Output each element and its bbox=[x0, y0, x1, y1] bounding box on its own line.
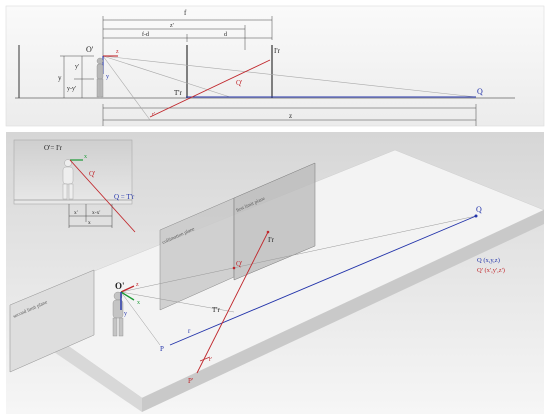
label-y: y bbox=[58, 74, 62, 82]
red-ray-inset bbox=[69, 159, 136, 233]
red-ray bbox=[196, 231, 269, 374]
sight-line-to-t bbox=[120, 291, 235, 313]
label-inset-q: Q = T'r bbox=[114, 193, 135, 201]
label-inset-origin: O'= I'r bbox=[44, 144, 63, 152]
label-i-prime-r-top: I'r bbox=[274, 47, 281, 55]
sight-line-to-p bbox=[120, 291, 161, 346]
label-inset-x-minus-x-prime: x-x' bbox=[92, 210, 100, 216]
blue-ray-p-to-q bbox=[169, 215, 477, 346]
label-r-3d: r bbox=[188, 327, 191, 335]
label-f-minus-d: f-d bbox=[142, 31, 149, 38]
front-view-inset: O'= I'r x Q' Q = T'r x' x-x' x bbox=[13, 139, 136, 233]
label-z-top: z bbox=[289, 112, 292, 120]
label-p-prime-3d: P' bbox=[188, 377, 193, 385]
sight-line-gray bbox=[102, 55, 477, 98]
label-p-3d: P bbox=[160, 345, 164, 353]
label-t-prime-r-top: T'r bbox=[174, 89, 183, 97]
point-i-prime-r bbox=[266, 230, 270, 234]
label-z-prime: z' bbox=[170, 23, 174, 29]
point-q-prime bbox=[232, 266, 236, 270]
label-inset-x-axis: x bbox=[84, 154, 87, 160]
label-r-prime-3d: r' bbox=[209, 357, 212, 363]
x-axis-arrow-3d bbox=[120, 291, 135, 301]
label-z-axis-3d: z bbox=[136, 282, 139, 288]
label-inset-x-prime: x' bbox=[74, 210, 78, 216]
r-prime-tick bbox=[199, 356, 211, 362]
label-inset-q-prime: Q' bbox=[89, 170, 95, 178]
bottom-view-panel: second limit plane collimation plane fir… bbox=[6, 132, 545, 414]
label-inset-x: x bbox=[88, 220, 91, 226]
label-q-3d: Q bbox=[476, 205, 482, 214]
label-x-axis-3d: x bbox=[137, 300, 140, 306]
label-t-prime-r-3d: T'r bbox=[212, 306, 221, 314]
top-dimension-lines bbox=[60, 16, 477, 126]
label-y-axis-3d: y bbox=[124, 311, 127, 317]
sight-line-to-t bbox=[102, 55, 231, 98]
legend-q: Q (x,y,z) bbox=[477, 257, 500, 264]
ground-slab-front-side bbox=[142, 210, 544, 412]
label-r-prime-top: r' bbox=[152, 112, 155, 118]
label-q-top: Q bbox=[477, 87, 483, 96]
label-i-prime-r-3d: I'r bbox=[268, 236, 275, 244]
person-figure-top bbox=[96, 57, 104, 98]
label-origin-3d: O' bbox=[115, 281, 125, 291]
label-y-axis-top: y bbox=[106, 74, 109, 80]
label-q-prime-3d: Q' bbox=[236, 260, 242, 268]
label-f: f bbox=[184, 9, 187, 17]
label-y-prime: y' bbox=[75, 64, 79, 70]
label-d: d bbox=[224, 32, 227, 38]
sight-line-to-r bbox=[102, 55, 151, 121]
label-y-minus-y-prime: y-y' bbox=[67, 86, 76, 92]
point-q bbox=[474, 214, 478, 218]
label-z-axis-top: z bbox=[116, 49, 119, 55]
inset-dimension-lines bbox=[68, 204, 113, 228]
first-limit-plane bbox=[233, 162, 316, 281]
label-q-prime-top: Q' bbox=[236, 79, 242, 87]
person-figure-inset bbox=[62, 159, 74, 200]
legend-q-prime: Q' (x',y',z') bbox=[477, 267, 505, 274]
z-axis-arrow-3d bbox=[120, 285, 135, 293]
sight-line-to-q bbox=[120, 215, 477, 293]
red-ray-top bbox=[149, 59, 271, 118]
label-origin-top: O' bbox=[86, 45, 94, 54]
top-view-panel: f z' f-d d z y y' y-y' O' z y I'r T'r Q'… bbox=[5, 5, 545, 127]
